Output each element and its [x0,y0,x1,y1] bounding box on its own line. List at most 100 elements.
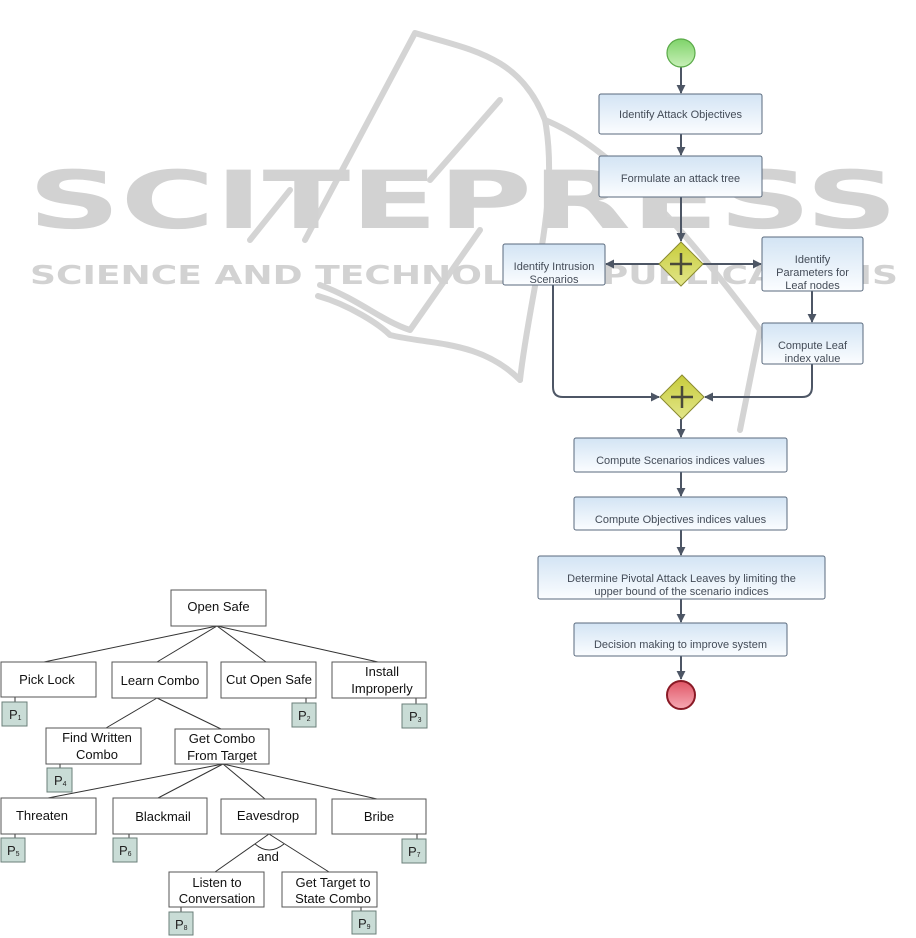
flow-arrow [704,364,813,402]
param-letter: P [408,844,417,859]
node-label-line: Get Combo [189,731,255,746]
tree-edge [268,833,330,873]
task-label-line: upper bound of the scenario indices [594,586,769,598]
param-letter: P [9,707,18,722]
param-index: 7 [417,852,421,859]
svg-text:Decision making to improve sys: Decision making to improve system [594,639,767,651]
task-label: Compute Objectives indices values [595,514,767,526]
parallel-gateway-split [658,241,704,287]
task-compute-scenarios-indices: Compute Scenarios indices values [573,437,788,473]
task-compute-leaf-index-value: Compute Leaf index value [761,322,864,365]
svg-text:Compute Objectives indices val: Compute Objectives indices values [595,514,767,526]
tree-edge [156,697,222,730]
param-index: 3 [418,717,422,724]
tree-node-cut-open-safe: Cut Open Safe [220,661,317,699]
param-p2: P2 [291,702,317,728]
param-letter: P [358,916,367,931]
svg-text:P4: P4 [54,773,67,788]
svg-text:Identify Intrusion: Identify Intrusion [514,261,595,273]
task-label-line: Identify [795,254,831,266]
node-label-line: From Target [187,748,257,763]
param-letter: P [7,843,16,858]
svg-text:P5: P5 [7,843,20,858]
tree-edge [214,833,270,873]
start-event-icon [666,38,696,68]
task-decision-making: Decision making to improve system [573,622,788,657]
node-label-line: Listen to [192,875,241,890]
node-label: Blackmail [135,809,191,824]
tree-node-threaten: Threaten [0,797,97,835]
param-letter: P [298,708,307,723]
tree-node-get-target-to-state-combo: Get Target to State Combo [281,871,378,908]
tree-node-pick-lock: Pick Lock [0,661,97,698]
node-label: Open Safe [187,599,249,614]
task-compute-objectives-indices: Compute Objectives indices values [573,496,788,531]
task-label-line: index value [785,353,841,365]
tree-node-bribe: Bribe [331,798,427,835]
param-p8: P8 [168,911,194,936]
attack-tree: and Open Safe Pick Lock Learn Combo Cut … [0,589,428,936]
and-arc [254,843,285,851]
svg-text:upper bound of the scenario in: upper bound of the scenario indices [594,586,769,598]
node-label: Bribe [364,809,394,824]
node-label-line: Get Target to [296,875,371,890]
svg-text:P2: P2 [298,708,311,723]
node-label-line: Install [365,664,399,679]
param-index: 1 [18,715,22,722]
svg-text:P9: P9 [358,916,371,931]
param-p7: P7 [401,838,427,864]
svg-text:index value: index value [785,353,841,365]
svg-text:Leaf nodes: Leaf nodes [785,280,840,292]
param-index: 5 [16,851,20,858]
task-label-line: Determine Pivotal Attack Leaves by limit… [567,573,796,585]
svg-text:Compute Leaf: Compute Leaf [778,340,848,352]
param-index: 6 [128,851,132,858]
param-letter: P [175,917,184,932]
flow-arrow [552,285,660,402]
svg-text:Parameters for: Parameters for [776,267,849,279]
task-identify-intrusion-scenarios: Identify Intrusion Scenarios [502,243,606,286]
node-label: Cut Open Safe [226,672,312,687]
node-label: Threaten [16,808,68,823]
tree-node-listen-to-conversation: Listen to Conversation [168,871,265,908]
task-label-line: Compute Leaf [778,340,848,352]
param-p4: P4 [46,767,73,793]
tree-edge [156,625,218,663]
and-label: and [257,849,279,864]
tree-node-get-combo-from-target: Get Combo From Target [174,728,270,765]
task-label: Formulate an attack tree [621,173,740,185]
node-label-line: Conversation [179,891,256,906]
svg-text:P3: P3 [409,709,422,724]
tree-edge [157,763,224,799]
end-event-icon [666,680,696,710]
task-label: Compute Scenarios indices values [596,455,765,467]
node-label: Eavesdrop [237,808,299,823]
param-letter: P [54,773,63,788]
tree-edge [216,625,267,663]
flow-connectors [552,67,817,680]
task-identify-attack-objectives: Identify Attack Objectives [598,93,763,135]
process-flowchart: Identify Attack Objectives Formulate an … [502,38,864,710]
param-index: 2 [307,716,311,723]
tree-edge [222,763,266,800]
param-p1: P1 [1,701,28,727]
tree-edge [222,763,378,800]
task-identify-parameters-leaf-nodes: Identify Parameters for Leaf nodes [761,236,864,292]
task-label-line: Leaf nodes [785,280,840,292]
svg-text:P8: P8 [175,917,188,932]
watermark-book-logo [247,30,763,433]
param-letter: P [119,843,128,858]
task-label-line: Parameters for [776,267,849,279]
tree-edge [216,625,379,663]
param-letter: P [409,709,418,724]
tree-edges [14,625,418,912]
tree-edge [105,697,158,729]
tree-edge [43,625,218,663]
param-p9: P9 [351,910,377,935]
tree-node-learn-combo: Learn Combo [111,661,208,699]
task-determine-pivotal-attack-leaves: Determine Pivotal Attack Leaves by limit… [537,555,826,600]
node-label-line: Combo [76,747,118,762]
task-formulate-attack-tree: Formulate an attack tree [598,155,763,198]
task-label-line: Identify Intrusion [514,261,595,273]
